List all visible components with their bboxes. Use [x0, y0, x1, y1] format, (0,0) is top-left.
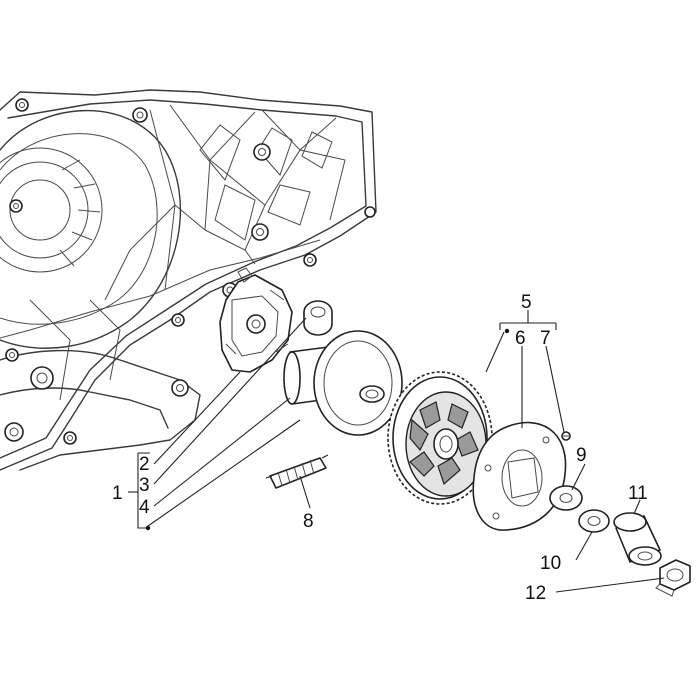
- callout-5: 5: [521, 292, 532, 313]
- bracket-1-dot: [145, 525, 151, 531]
- ramp-plate: [219, 267, 293, 373]
- callout-8: 8: [303, 511, 314, 532]
- callout-7: 7: [540, 328, 551, 349]
- torsion-spring: [265, 454, 329, 489]
- movable-pulley: [283, 330, 403, 436]
- callout-6: 6: [515, 328, 526, 349]
- callout-3: 3: [139, 475, 150, 496]
- flange-nut: [655, 559, 691, 597]
- callout-2: 2: [139, 454, 150, 475]
- bushing-sleeve: [613, 512, 662, 566]
- washer-9: [549, 485, 583, 511]
- crankcase-housing: [0, 89, 377, 471]
- spacer-bushing: [303, 300, 333, 336]
- callout-1: 1: [112, 483, 123, 504]
- plate-screw: [561, 431, 571, 441]
- bracket-5-dot: [504, 328, 510, 334]
- callout-4: 4: [139, 497, 150, 518]
- housing-bolt-bosses: [4, 98, 376, 445]
- washer-10: [578, 509, 610, 533]
- callout-9: 9: [576, 445, 587, 466]
- callout-labels: 1 2 3 4 5 6 7 8 9 10 11 12: [112, 292, 648, 604]
- cover-plate: [472, 421, 567, 531]
- callout-12: 12: [525, 583, 546, 604]
- callout-11: 11: [628, 483, 648, 504]
- callout-10: 10: [540, 553, 561, 574]
